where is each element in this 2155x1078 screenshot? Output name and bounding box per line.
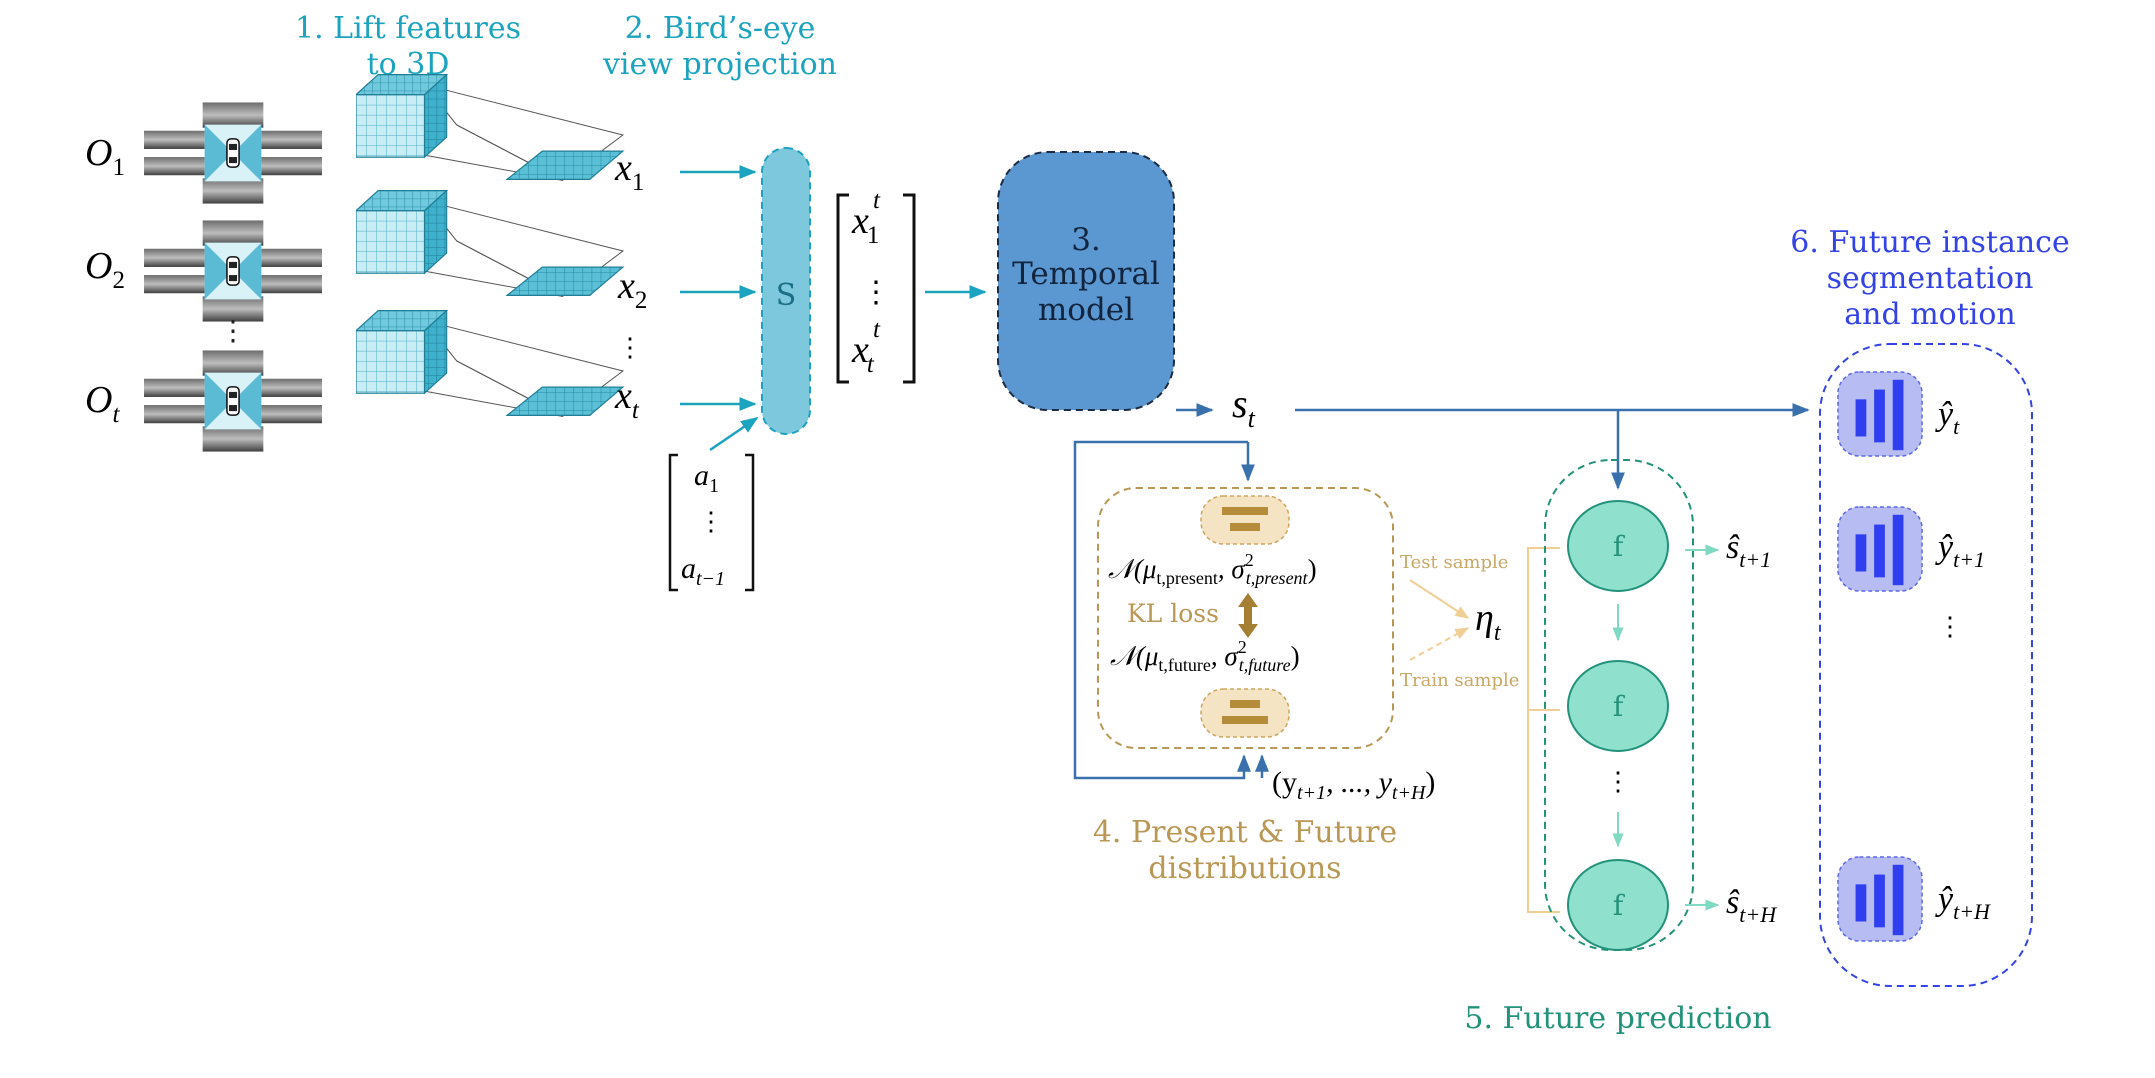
- observation-label: Ot: [85, 379, 120, 428]
- svg-text:3.: 3.: [1071, 222, 1101, 258]
- kl-double-arrow-icon: [1238, 593, 1258, 638]
- distribution-bars-icon: [1200, 495, 1290, 545]
- svg-text:4. Present & Future: 4. Present & Future: [1093, 815, 1397, 850]
- step-2-title: 2. Bird’s-eye view projection: [602, 11, 837, 82]
- step-4-title: 4. Present & Future distributions: [1093, 815, 1397, 886]
- s-block: [761, 147, 811, 435]
- vector-xtt: xt: [851, 329, 875, 378]
- observation-row-1: O1: [85, 74, 627, 204]
- future-labels: (yt+1, ..., yt+H): [1272, 766, 1435, 804]
- actions-vector: [668, 453, 755, 592]
- s-hat-t-plus-H: ŝt+H: [1726, 884, 1777, 927]
- actions-ellipsis: ⋮: [698, 507, 724, 537]
- test-sample-label: Test sample: [1400, 552, 1508, 573]
- svg-text:model: model: [1038, 292, 1134, 328]
- action-a1: a1: [694, 459, 719, 497]
- step-5-title: 5. Future prediction: [1464, 1001, 1771, 1036]
- svg-text:6. Future instance: 6. Future instance: [1790, 225, 2069, 260]
- state-st: st: [1232, 381, 1256, 433]
- f-node-2: [1567, 660, 1669, 752]
- observation-label: O1: [85, 132, 125, 181]
- y-hat-t: ŷt: [1935, 396, 1960, 439]
- feature-xt: xt: [614, 375, 640, 424]
- arrow-actions-to-s: [709, 416, 759, 452]
- svg-text:1. Lift features: 1. Lift features: [295, 11, 521, 46]
- observation-label: O2: [85, 245, 125, 294]
- car-camera-rig-icon: [143, 102, 323, 204]
- action-at-minus-1: at−1: [681, 552, 725, 590]
- s-hat-t-plus-1: ŝt+1: [1726, 529, 1771, 572]
- observation-row-2: O2: [85, 190, 627, 322]
- svg-text:distributions: distributions: [1148, 851, 1341, 886]
- svg-text:and motion: and motion: [1844, 297, 2016, 332]
- temporal-model-block: [997, 151, 1175, 411]
- step-6-title: 6. Future instance segmentation and moti…: [1790, 225, 2069, 332]
- arrow-train-sample: [1409, 627, 1470, 661]
- step-1-title: 1. Lift features to 3D: [295, 11, 521, 82]
- f-label: f: [1613, 889, 1626, 922]
- vector-xtt-sup: t: [873, 316, 881, 343]
- f-node-H: [1567, 859, 1669, 951]
- arrow-test-sample: [1409, 579, 1470, 619]
- svg-text:Temporal: Temporal: [1012, 256, 1160, 292]
- kl-loss-label: KL loss: [1127, 599, 1219, 628]
- feature-ellipsis: ⋮: [617, 333, 643, 363]
- segmentation-bars-icon: [1837, 506, 1923, 592]
- feature-x2: x2: [617, 265, 647, 314]
- feature-cube-icon: [356, 190, 627, 297]
- f-ellipsis: ⋮: [1605, 767, 1631, 797]
- vector-x1t: x1: [851, 200, 879, 249]
- vector-x1t-sup: t: [873, 187, 881, 214]
- observation-ellipsis: ⋮: [219, 314, 247, 347]
- eta-t: ηt: [1475, 597, 1502, 646]
- svg-text:2. Bird’s-eye: 2. Bird’s-eye: [625, 11, 816, 46]
- train-sample-label: Train sample: [1400, 670, 1519, 691]
- observation-row-t: Ot: [85, 310, 627, 452]
- f-label: f: [1613, 530, 1626, 563]
- f-label: f: [1613, 690, 1626, 723]
- f-node-1: [1567, 500, 1669, 592]
- svg-text:view projection: view projection: [602, 47, 837, 82]
- segmentation-bars-icon: [1837, 371, 1923, 457]
- y-hat-t-plus-H: ŷt+H: [1935, 881, 1991, 924]
- distributions-box: [1097, 487, 1394, 749]
- feature-x1: x1: [614, 147, 644, 196]
- instance-ellipsis: ⋮: [1937, 612, 1963, 642]
- instance-segmentation-box: [1819, 343, 2033, 987]
- s-block-label: S: [776, 278, 797, 313]
- loop-state-to-distributions: [1073, 440, 1251, 780]
- segmentation-bars-icon: [1837, 856, 1923, 942]
- vector-ellipsis: ⋮: [861, 275, 891, 310]
- y-hat-t-plus-1: ŷt+1: [1935, 529, 1985, 572]
- stacked-feature-vector: [836, 193, 916, 384]
- temporal-model-label: 3. Temporal model: [1012, 222, 1160, 328]
- car-camera-rig-icon: [143, 350, 323, 452]
- svg-text:segmentation: segmentation: [1827, 261, 2034, 296]
- feature-cube-icon: [356, 310, 627, 417]
- feature-cube-icon: [356, 74, 627, 181]
- car-camera-rig-icon: [143, 220, 323, 322]
- distribution-bars-icon: [1200, 688, 1290, 738]
